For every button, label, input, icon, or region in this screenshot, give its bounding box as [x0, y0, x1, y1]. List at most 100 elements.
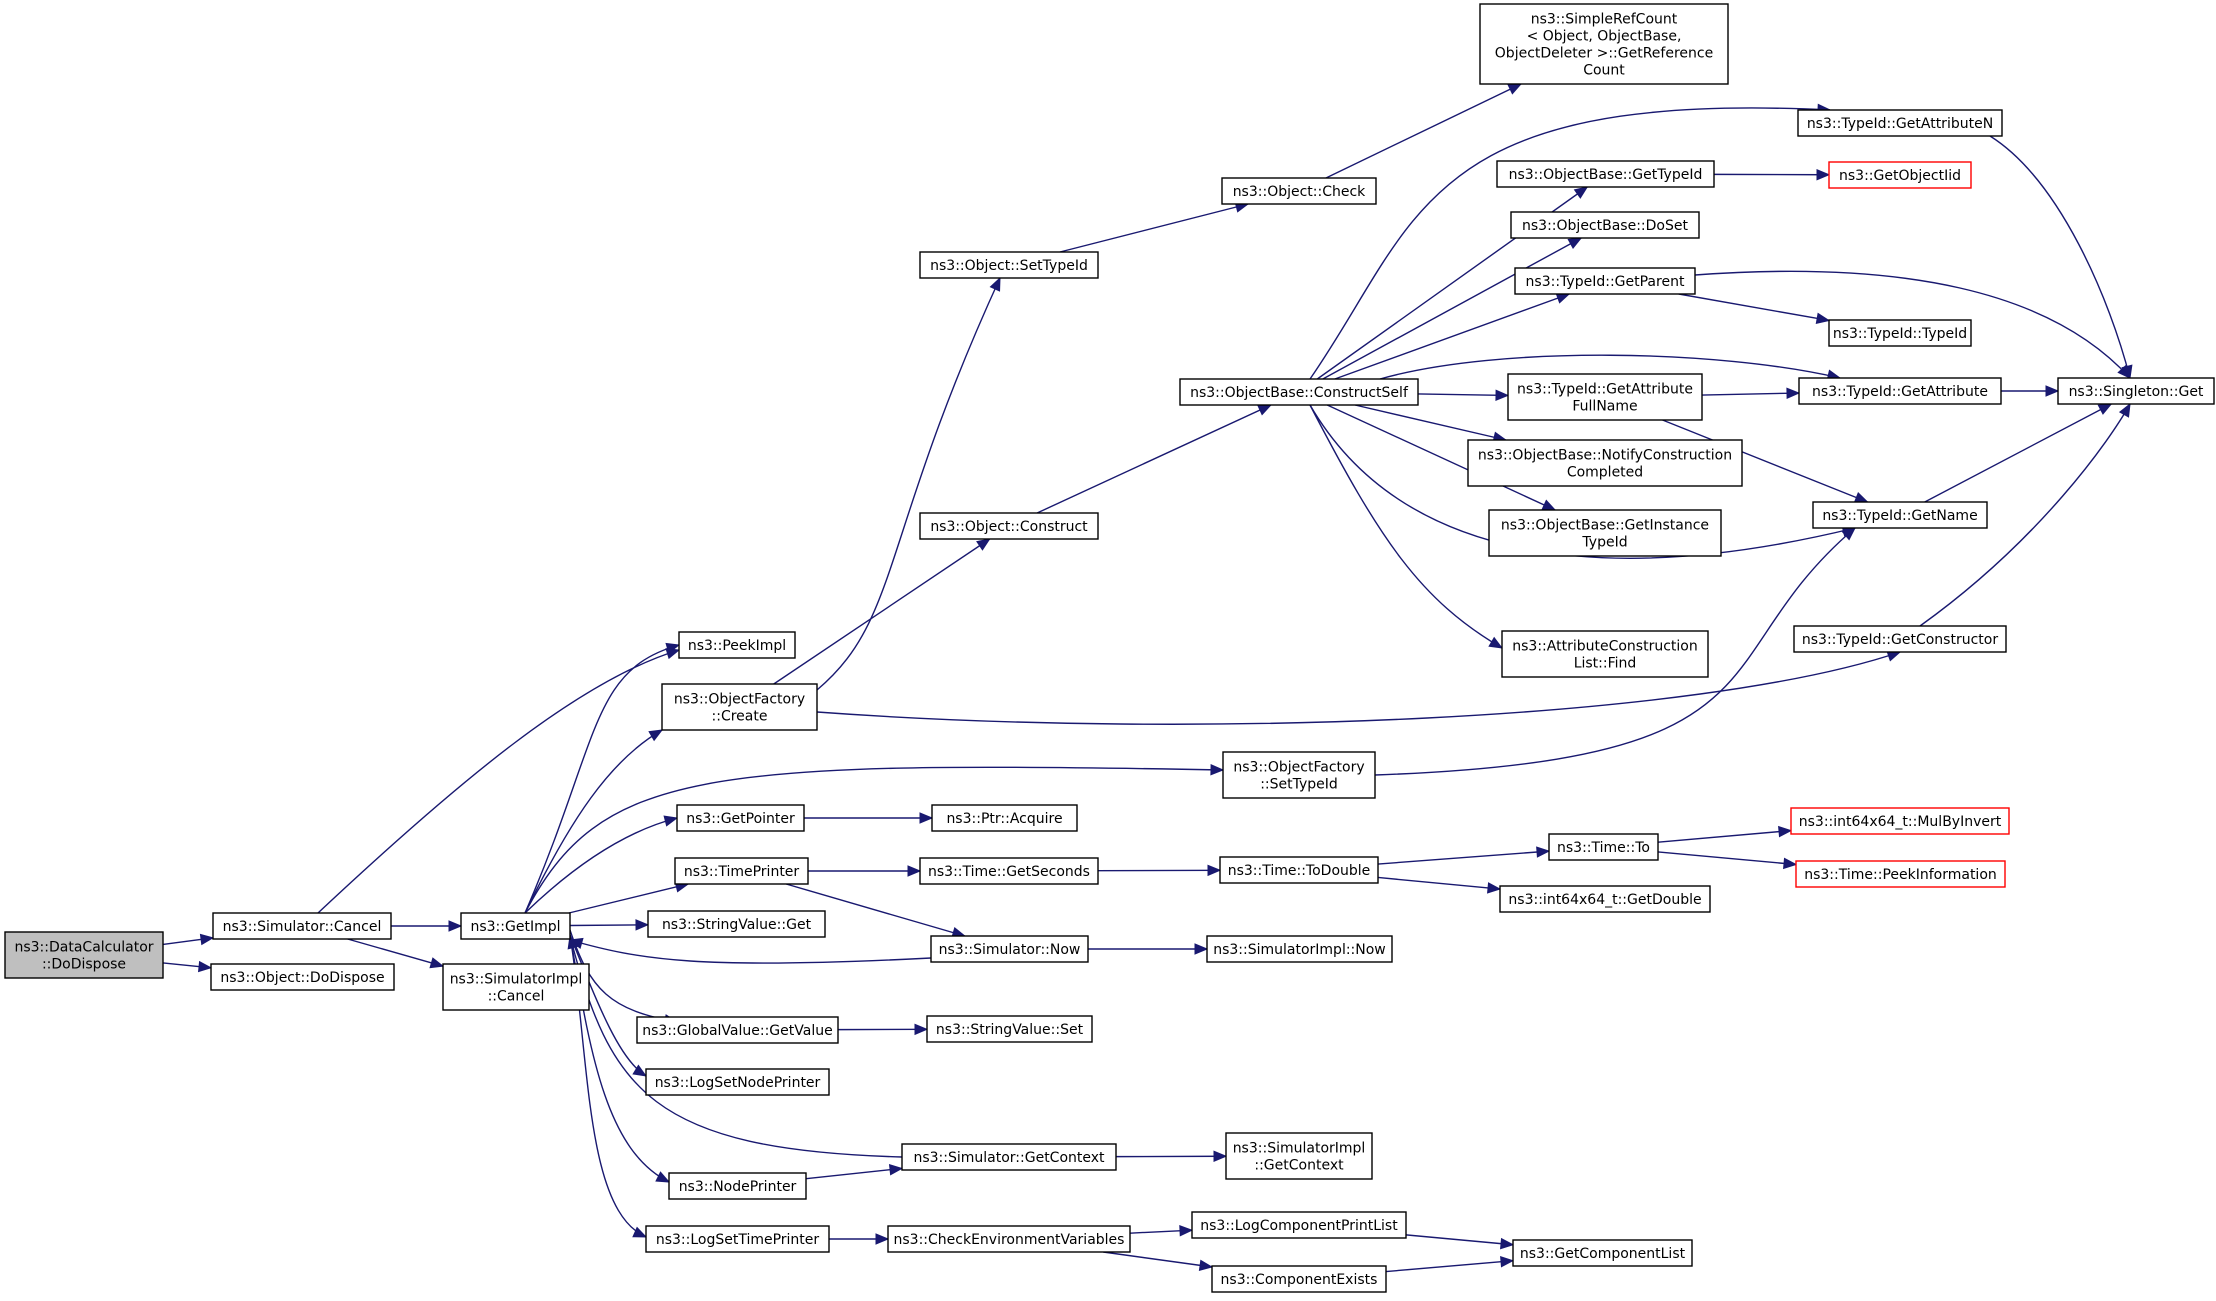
node-simplerefcount[interactable]: ns3::SimpleRefCount< Object, ObjectBase,… [1479, 3, 1729, 85]
node-box-obgetinstance [1488, 509, 1722, 557]
node-box-getpointer [676, 804, 805, 832]
node-timetodouble[interactable]: ns3::Time::ToDouble [1219, 856, 1379, 884]
node-box-getobjectiid [1828, 161, 1972, 189]
node-box-ofcreate [661, 683, 818, 731]
edge-obconstructself-to-obdoset-arrowhead [1567, 237, 1583, 250]
node-label: ns3::int64x64_t::GetDouble [1508, 892, 1701, 908]
edge-checkenv-to-logcompprint-arrowhead [1179, 1225, 1194, 1237]
edge-logsettime-to-checkenv-arrowhead [875, 1233, 890, 1245]
node-tidgetconstructor[interactable]: ns3::TypeId::GetConstructor [1793, 625, 2007, 653]
node-getcomplist[interactable]: ns3::GetComponentList [1512, 1239, 1693, 1267]
node-obnotify[interactable]: ns3::ObjectBase::NotifyConstructionCompl… [1467, 439, 1743, 487]
node-checkenv[interactable]: ns3::CheckEnvironmentVariables [887, 1225, 1131, 1253]
node-compexists[interactable]: ns3::ComponentExists [1211, 1265, 1387, 1293]
node-label: ns3::Object::SetTypeId [930, 258, 1088, 274]
edge-ofcreate-to-objconstruct-arrowhead [976, 538, 991, 551]
node-getpointer[interactable]: ns3::GetPointer [676, 804, 805, 832]
node-label: ns3::GlobalValue::GetValue [642, 1023, 832, 1039]
node-root[interactable]: ns3::DataCalculator::DoDispose [4, 931, 164, 979]
edge-tidgetconstructor-to-singletonget [1919, 403, 2131, 627]
node-simcancel[interactable]: ns3::Simulator::Cancel [212, 912, 392, 940]
node-simimplcancel[interactable]: ns3::SimulatorImpl::Cancel [442, 963, 590, 1011]
node-logcompprint[interactable]: ns3::LogComponentPrintList [1191, 1211, 1407, 1239]
node-simgetcontext[interactable]: ns3::Simulator::GetContext [901, 1143, 1117, 1171]
edge-obconstructself-to-acfind-arrowhead [1488, 636, 1504, 649]
node-timegetseconds[interactable]: ns3::Time::GetSeconds [919, 857, 1099, 885]
node-simimplgetcontext[interactable]: ns3::SimulatorImpl::GetContext [1225, 1132, 1373, 1180]
node-box-tidgetname [1812, 501, 1988, 529]
node-label: ::Create [712, 708, 768, 724]
node-int64getdouble[interactable]: ns3::int64x64_t::GetDouble [1499, 885, 1711, 913]
node-singletonget[interactable]: ns3::Singleton::Get [2057, 377, 2215, 405]
node-obdoset[interactable]: ns3::ObjectBase::DoSet [1510, 211, 1700, 239]
node-mulbyinvert[interactable]: ns3::int64x64_t::MulByInvert [1790, 807, 2010, 835]
node-strset[interactable]: ns3::StringValue::Set [926, 1015, 1093, 1043]
node-objdodispose[interactable]: ns3::Object::DoDispose [210, 963, 395, 991]
node-timeprinter[interactable]: ns3::TimePrinter [674, 857, 809, 885]
edge-getimpl-to-timeprinter [568, 883, 689, 914]
node-tidgetattributen[interactable]: ns3::TypeId::GetAttributeN [1797, 109, 2003, 137]
node-tidgetname[interactable]: ns3::TypeId::GetName [1812, 501, 1988, 529]
node-peekimpl[interactable]: ns3::PeekImpl [678, 631, 796, 659]
node-box-objcheck [1221, 177, 1377, 205]
node-simnow[interactable]: ns3::Simulator::Now [930, 935, 1089, 963]
node-ofsettypeid[interactable]: ns3::ObjectFactory::SetTypeId [1222, 751, 1376, 799]
node-box-timetodouble [1219, 856, 1379, 884]
node-ptracquire[interactable]: ns3::Ptr::Acquire [931, 804, 1078, 832]
edge-timeto-to-peekinfo-arrowhead [1783, 857, 1798, 870]
node-box-timegetseconds [919, 857, 1099, 885]
edge-ofcreate-to-objconstruct [773, 538, 991, 685]
node-obgettypeid[interactable]: ns3::ObjectBase::GetTypeId [1496, 160, 1715, 188]
node-box-logsetnode [645, 1068, 830, 1096]
node-tidgetattribute[interactable]: ns3::TypeId::GetAttribute [1798, 377, 2002, 405]
node-label: ns3::Simulator::Now [939, 942, 1081, 958]
edge-tidgetparent-to-tidtypeid [1678, 293, 1830, 322]
node-logsetnode[interactable]: ns3::LogSetNodePrinter [645, 1068, 830, 1096]
node-label: ObjectDeleter >::GetReference [1495, 45, 1713, 61]
node-obconstructself[interactable]: ns3::ObjectBase::ConstructSelf [1179, 378, 1419, 406]
node-label: ::GetContext [1254, 1157, 1344, 1173]
node-tidtypeid[interactable]: ns3::TypeId::TypeId [1828, 319, 1972, 347]
node-box-simnow [930, 935, 1089, 963]
node-logsettime[interactable]: ns3::LogSetTimePrinter [645, 1225, 830, 1253]
edge-getimpl-to-peekimpl [524, 644, 680, 914]
node-timeto[interactable]: ns3::Time::To [1548, 833, 1659, 861]
node-box-strget [647, 910, 826, 938]
edge-ofcreate-to-objsettypeid-arrowhead [989, 276, 1001, 292]
node-label: ns3::ObjectFactory [1233, 759, 1364, 775]
node-ofcreate[interactable]: ns3::ObjectFactory::Create [661, 683, 818, 731]
node-label: ns3::TimePrinter [684, 864, 800, 880]
node-peekinfo[interactable]: ns3::Time::PeekInformation [1795, 860, 2006, 888]
node-label: ns3::Time::ToDouble [1228, 863, 1371, 879]
node-label: ns3::StringValue::Get [662, 917, 812, 933]
node-getobjectiid[interactable]: ns3::GetObjectIid [1828, 161, 1972, 189]
node-getimpl[interactable]: ns3::GetImpl [460, 912, 571, 940]
node-box-obgettypeid [1496, 160, 1715, 188]
edge-timeto-to-mulbyinvert-arrowhead [1778, 825, 1793, 838]
node-label: ns3::GetPointer [686, 811, 795, 827]
node-box-singletonget [2057, 377, 2215, 405]
node-nodeprinter[interactable]: ns3::NodePrinter [668, 1172, 807, 1200]
node-objcheck[interactable]: ns3::Object::Check [1221, 177, 1377, 205]
edge-logcompprint-to-getcomplist [1405, 1234, 1514, 1246]
node-box-simimplgetcontext [1225, 1132, 1373, 1180]
node-strget[interactable]: ns3::StringValue::Get [647, 910, 826, 938]
node-objsettypeid[interactable]: ns3::Object::SetTypeId [919, 251, 1099, 279]
edge-timeprinter-to-timegetseconds-arrowhead [907, 865, 922, 877]
node-label: ns3::GetComponentList [1520, 1246, 1686, 1262]
edge-timegetseconds-to-timetodouble-arrowhead [1207, 864, 1222, 877]
node-label: ns3::Simulator::Cancel [223, 919, 382, 935]
node-label: ns3::PeekImpl [688, 638, 786, 654]
node-label: ::DoDispose [42, 956, 126, 972]
edge-obconstructself-to-tidgetparent [1334, 293, 1570, 380]
node-box-simimplcancel [442, 963, 590, 1011]
node-simimplnow[interactable]: ns3::SimulatorImpl::Now [1206, 935, 1393, 963]
node-gvgetvalue[interactable]: ns3::GlobalValue::GetValue [636, 1016, 839, 1044]
node-objconstruct[interactable]: ns3::Object::Construct [919, 512, 1099, 540]
node-tidgetparent[interactable]: ns3::TypeId::GetParent [1514, 267, 1696, 295]
edge-gvgetvalue-to-strset-arrowhead [914, 1023, 929, 1036]
node-label: ns3::GetObjectIid [1839, 168, 1961, 184]
